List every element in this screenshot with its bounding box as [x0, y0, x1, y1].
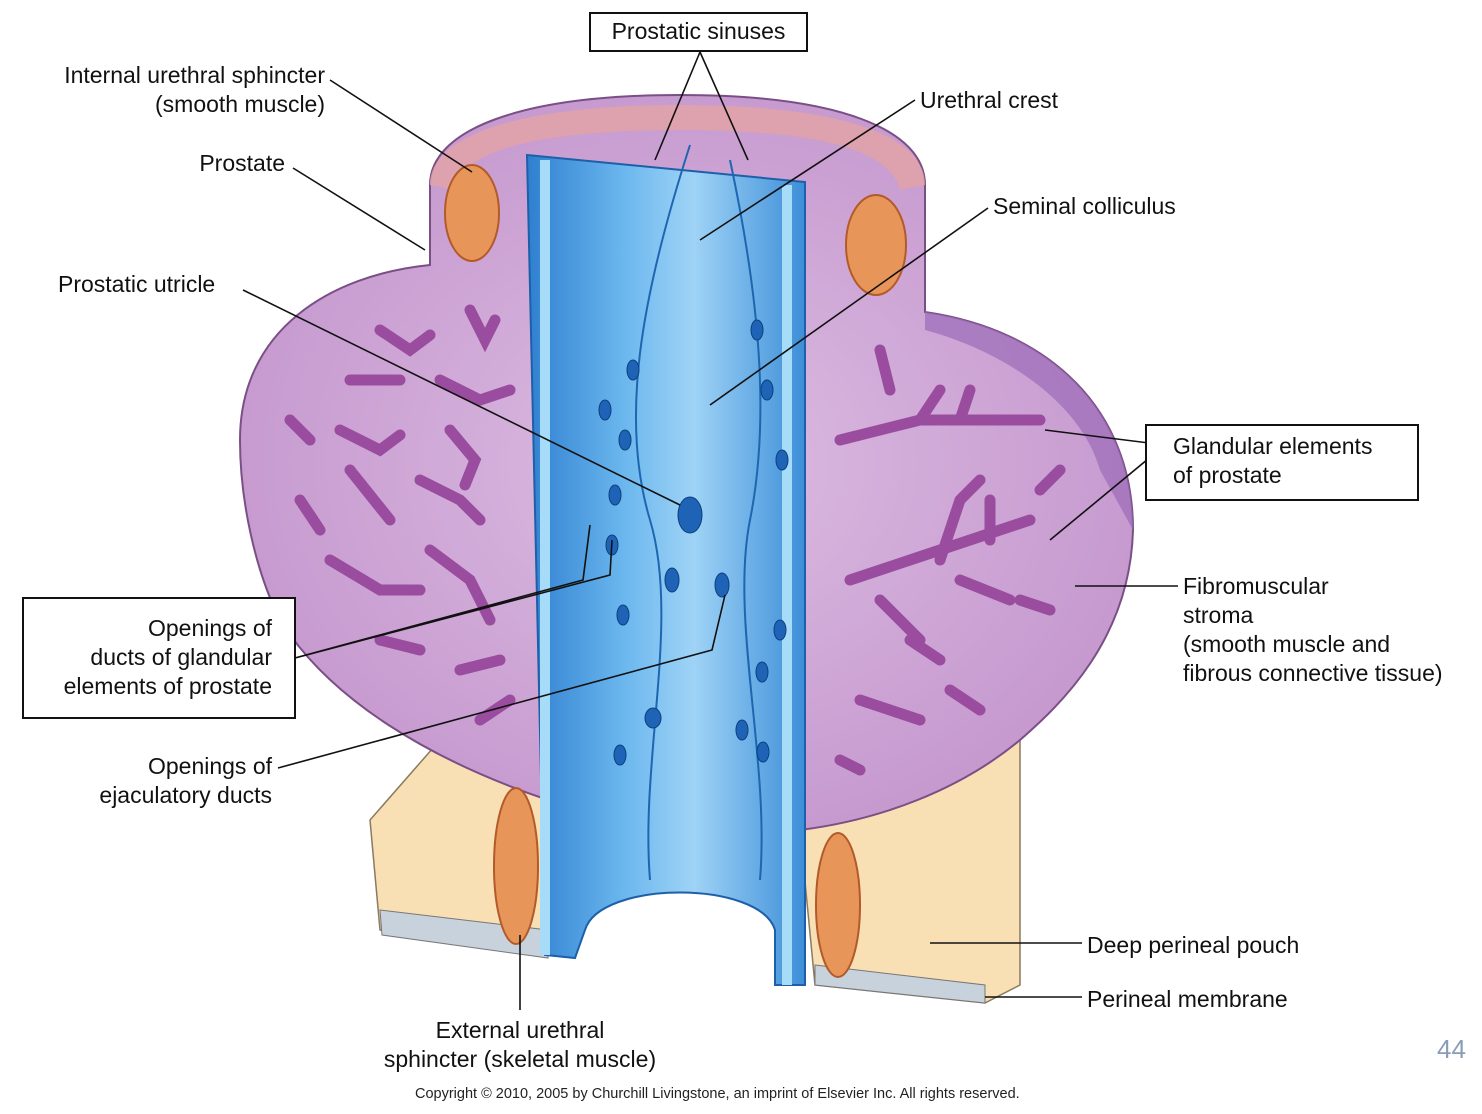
label-fibromuscular-stroma: Fibromuscular stroma (smooth muscle and …: [1183, 572, 1443, 688]
label-line: (smooth muscle): [155, 91, 325, 117]
label-line: Internal urethral sphincter: [64, 62, 325, 88]
label-prostate: Prostate: [199, 150, 285, 176]
label-line: sphincter (skeletal muscle): [383, 1046, 657, 1072]
sphincter-ring: [430, 105, 925, 190]
copyright-notice: Copyright © 2010, 2005 by Churchill Livi…: [415, 1086, 1020, 1102]
label-line: Openings of: [147, 753, 272, 779]
label-deep-perineal-pouch: Deep perineal pouch: [1087, 932, 1300, 958]
label-line: (smooth muscle and: [1183, 631, 1391, 657]
label-urethral-crest: Urethral crest: [920, 87, 1059, 113]
label-line: Fibromuscular: [1183, 573, 1329, 599]
glandular-elements-box: Glandular elements of prostate: [1145, 424, 1419, 501]
page-number: 44: [1437, 1034, 1466, 1064]
label-line: Glandular elements: [1173, 433, 1373, 459]
openings-ducts-box: Openings of ducts of glandular elements …: [22, 597, 296, 719]
label-external-urethral-sphincter: External urethral sphincter (skeletal mu…: [360, 1016, 680, 1074]
label-internal-urethral-sphincter: Internal urethral sphincter (smooth musc…: [64, 61, 325, 119]
label-prostatic-sinuses: Prostatic sinuses: [611, 18, 786, 44]
label-line: elements of prostate: [63, 673, 272, 699]
label-line: Openings of: [147, 615, 272, 641]
label-line: fibrous connective tissue): [1183, 660, 1443, 686]
prostate-capsule: [925, 312, 1133, 530]
prostatic-sinuses-box: Prostatic sinuses: [589, 12, 808, 52]
prostatic-urethra: [525, 144, 806, 986]
label-seminal-colliculus: Seminal colliculus: [993, 193, 1176, 219]
muscle-bundles: [444, 164, 907, 978]
label-line: ejaculatory ducts: [99, 782, 272, 808]
label-perineal-membrane: Perineal membrane: [1087, 986, 1288, 1012]
label-openings-of-ducts: Openings of ducts of glandular elements …: [64, 614, 272, 701]
label-openings-ejaculatory-ducts: Openings of ejaculatory ducts: [99, 752, 272, 810]
label-line: of prostate: [1173, 462, 1282, 488]
label-prostatic-utricle: Prostatic utricle: [58, 271, 216, 297]
leader-lines: [242, 51, 1178, 1010]
label-line: External urethral: [435, 1017, 605, 1043]
glandular-elements: [284, 304, 1066, 776]
label-line: ducts of glandular: [90, 644, 272, 670]
label-glandular-elements: Glandular elements of prostate: [1173, 432, 1372, 490]
label-line: stroma: [1183, 602, 1254, 628]
